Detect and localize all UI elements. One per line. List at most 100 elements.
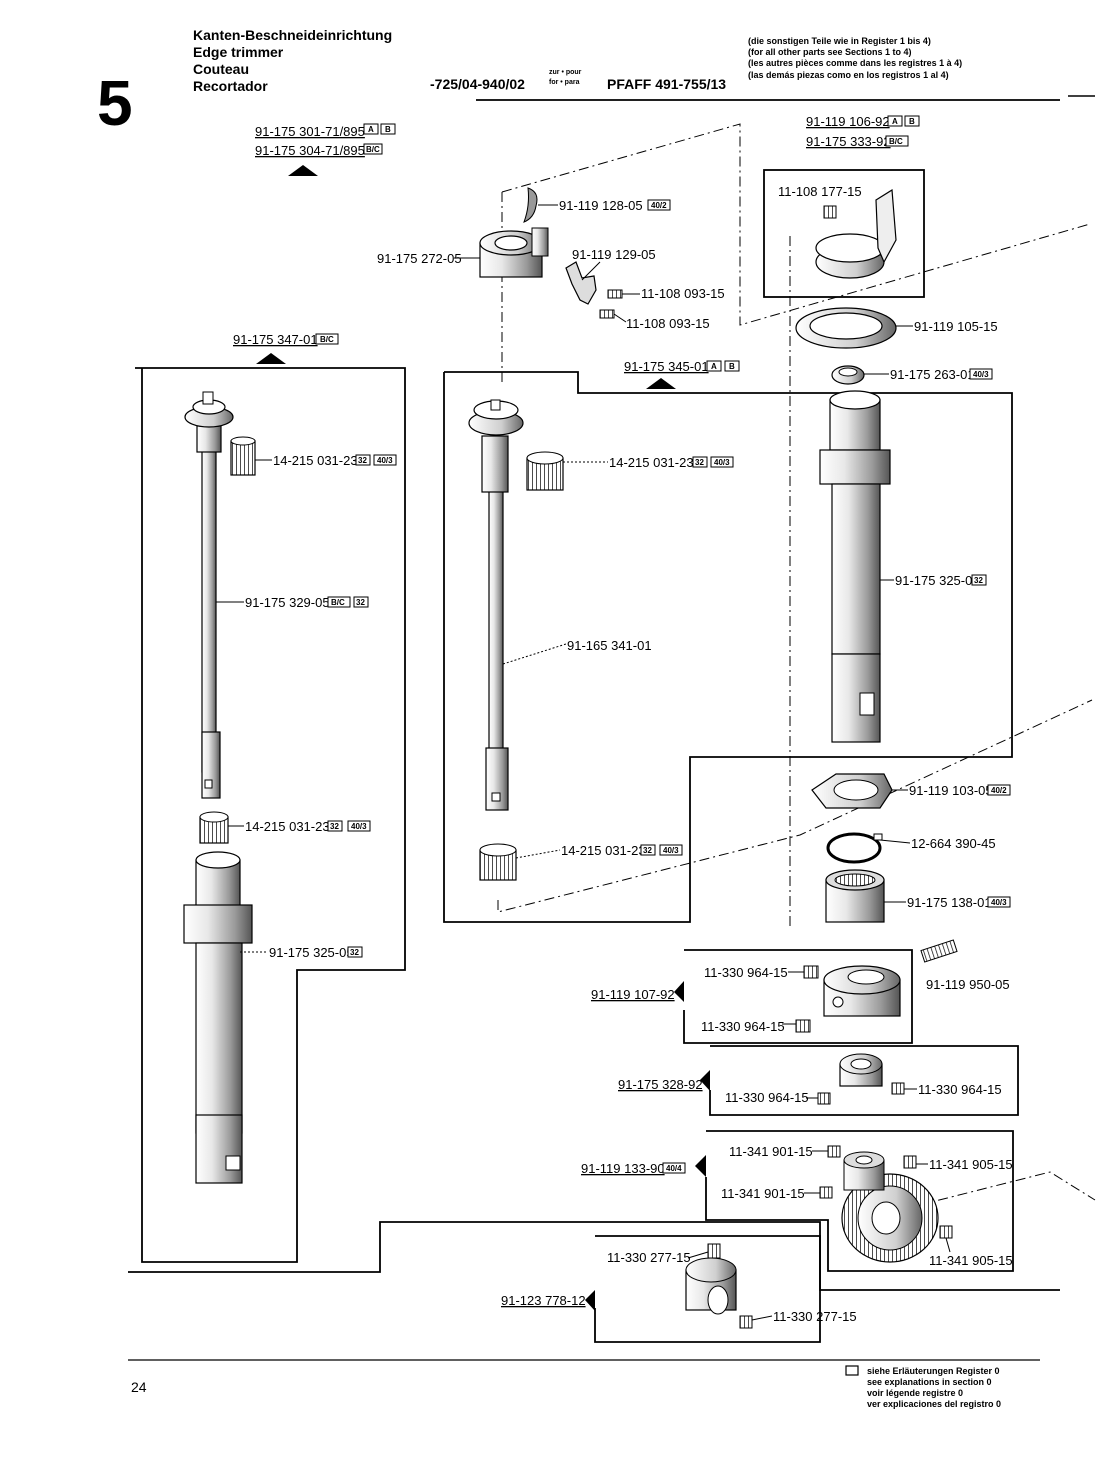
outer-group-bottom xyxy=(128,1221,1060,1291)
svg-text:B: B xyxy=(909,117,915,126)
svg-text:40/3: 40/3 xyxy=(991,898,1007,907)
label-11-330-964-d: 11-330 964-15 xyxy=(918,1082,1002,1097)
subclass-number: -725/04-940/02 xyxy=(430,76,525,92)
group-arrows xyxy=(256,165,710,1311)
retaining-ring-12-664 xyxy=(826,832,883,864)
label-14-215-mid: 14-215 031-23 xyxy=(609,455,694,470)
bevel-gear-91-119-133 xyxy=(841,1151,939,1263)
label-top-left-1: 91-175 301-71/895 xyxy=(255,124,365,139)
title-spanish: Recortador xyxy=(193,78,268,94)
svg-text:B/C: B/C xyxy=(366,145,380,154)
label-top-right-2: 91-175 333-92 xyxy=(806,134,891,149)
collar-91-119-107 xyxy=(823,965,901,1017)
zur-pour: zur • pour xyxy=(549,69,582,76)
svg-text:40/3: 40/3 xyxy=(973,370,989,379)
label-11-341-905-a: 11-341 905-15 xyxy=(929,1157,1013,1172)
label-14-215-left2: 14-215 031-23 xyxy=(245,819,330,834)
threaded-pin-91-119-950 xyxy=(920,939,958,963)
label-91-119-107: 91-119 107-92 xyxy=(591,987,675,1002)
middle-shaft-assembly xyxy=(468,399,524,811)
left-bushing xyxy=(183,851,253,1184)
svg-text:40/4: 40/4 xyxy=(666,1164,682,1173)
label-11-341-905-b: 11-341 905-15 xyxy=(929,1253,1013,1268)
for-para: for • para xyxy=(549,79,580,86)
label-91-123-778: 91-123 778-12 xyxy=(501,1293,586,1308)
label-top-left-2: 91-175 304-71/895 xyxy=(255,143,365,158)
title-french: Couteau xyxy=(193,61,249,77)
left-group-frame xyxy=(135,367,406,1263)
note-english: (for all other parts see Sections 1 to 4… xyxy=(748,47,912,57)
svg-text:32: 32 xyxy=(356,598,365,607)
label-11-108-093-a: 11-108 093-15 xyxy=(641,286,725,301)
svg-text:A: A xyxy=(711,362,717,371)
left-shaft-assembly xyxy=(184,391,234,799)
label-11-341-901-a: 11-341 901-15 xyxy=(729,1144,813,1159)
group-outlines xyxy=(128,99,1060,1343)
note-spanish: (las demás piezas como en los registros … xyxy=(748,70,949,80)
label-91-175-138: 91-175 138-01 xyxy=(907,895,992,910)
svg-text:40/3: 40/3 xyxy=(351,822,367,831)
svg-text:B: B xyxy=(385,125,391,134)
svg-text:A: A xyxy=(892,117,898,126)
label-91-175-325-right: 91-175 325-05 xyxy=(895,573,980,588)
note-french: (les autres pièces comme dans les regist… xyxy=(748,58,962,68)
label-top-right-1: 91-119 106-92 xyxy=(806,114,890,129)
label-11-330-964-c: 11-330 964-15 xyxy=(725,1090,809,1105)
middle-needle-bearing-1 xyxy=(526,451,564,491)
collar-91-123-778 xyxy=(685,1257,737,1315)
set-screw-b xyxy=(795,1019,811,1033)
page-number: 24 xyxy=(131,1379,147,1395)
svg-text:40/3: 40/3 xyxy=(663,846,679,855)
washer-91-119-105 xyxy=(795,307,897,349)
right-bushing-91-175-325 xyxy=(819,390,891,743)
machine-model: PFAFF 491-755/13 xyxy=(607,76,726,92)
label-11-108-093-b: 11-108 093-15 xyxy=(626,316,710,331)
set-screw-a xyxy=(803,965,819,979)
svg-text:40/2: 40/2 xyxy=(651,201,667,210)
bearing-91-175-138 xyxy=(825,869,885,923)
legend-box-icon xyxy=(845,1365,859,1376)
label-11-330-964-b: 11-330 964-15 xyxy=(701,1019,785,1034)
gear-screw-a xyxy=(827,1145,841,1158)
set-screw-c xyxy=(817,1092,831,1105)
svg-text:40/2: 40/2 xyxy=(991,786,1007,795)
left-needle-bearing-1 xyxy=(230,436,256,476)
svg-text:B/C: B/C xyxy=(889,137,903,146)
key-segment xyxy=(523,187,538,223)
mid-group-frame xyxy=(443,371,1013,923)
section-number: 5 xyxy=(97,67,133,139)
set-screw-f xyxy=(739,1315,753,1329)
set-collar-91-175-328 xyxy=(839,1053,883,1087)
label-11-330-277-a: 11-330 277-15 xyxy=(607,1250,691,1265)
set-screw-d xyxy=(891,1082,905,1095)
svg-text:40/3: 40/3 xyxy=(377,456,393,465)
collar-group-frame xyxy=(683,949,913,1044)
svg-text:B/C: B/C xyxy=(331,598,345,607)
label-91-119-103: 91-119 103-05 xyxy=(909,783,993,798)
svg-text:B: B xyxy=(729,362,735,371)
svg-text:32: 32 xyxy=(695,458,704,467)
screw-11-108-093-b xyxy=(599,309,615,319)
screw-11-108-093-a xyxy=(607,289,623,299)
legend-french: voir légende registre 0 xyxy=(867,1388,963,1398)
gear-group-frame xyxy=(705,1130,1014,1272)
svg-text:A: A xyxy=(368,125,374,134)
crank-collar xyxy=(479,227,549,278)
label-91-119-133: 91-119 133-90 xyxy=(581,1161,665,1176)
label-91-119-950: 91-119 950-05 xyxy=(926,977,1010,992)
gear-screw-c xyxy=(819,1186,833,1199)
label-12-664: 12-664 390-45 xyxy=(911,836,996,851)
label-91-119-128: 91-119 128-05 xyxy=(559,198,643,213)
label-91-165-341: 91-165 341-01 xyxy=(567,638,652,653)
label-11-330-964-a: 11-330 964-15 xyxy=(704,965,788,980)
svg-text:32: 32 xyxy=(358,456,367,465)
label-14-215-left: 14-215 031-23 xyxy=(273,453,358,468)
svg-text:32: 32 xyxy=(330,822,339,831)
svg-text:32: 32 xyxy=(643,846,652,855)
label-91-119-129: 91-119 129-05 xyxy=(572,247,656,262)
label-91-175-329: 91-175 329-05 xyxy=(245,595,330,610)
lever-part xyxy=(565,261,597,305)
title-english: Edge trimmer xyxy=(193,44,284,60)
